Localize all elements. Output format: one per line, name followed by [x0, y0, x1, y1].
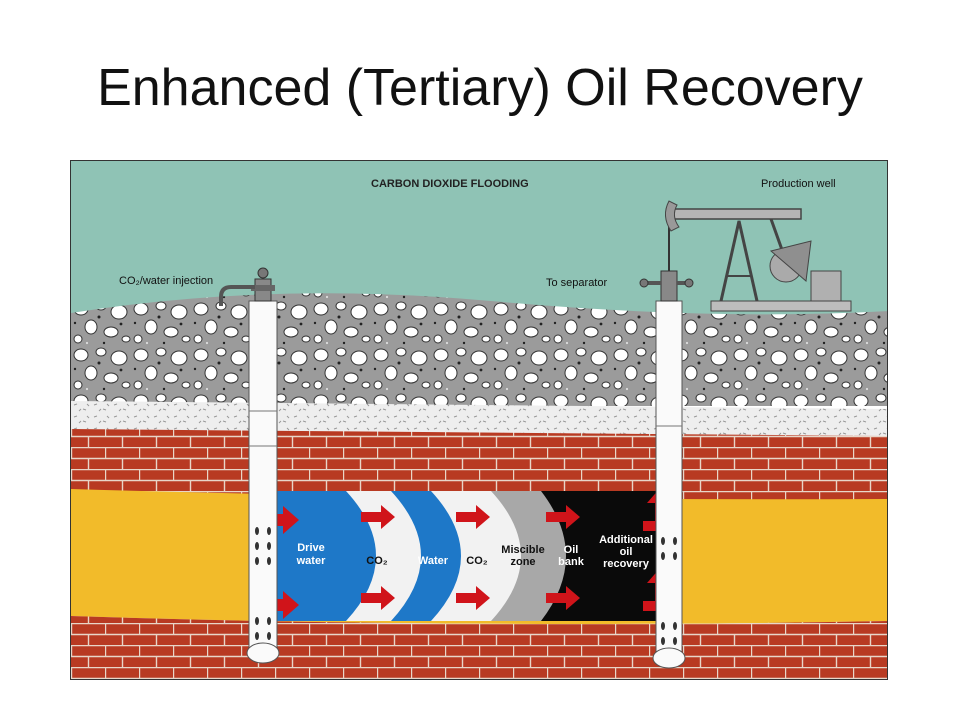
arrow-1-lower: [361, 586, 395, 610]
production-well: [639, 221, 694, 669]
separator-label: To separator: [546, 277, 607, 289]
co2-b-shape: [421, 491, 521, 621]
production-well-label: Production well: [761, 178, 836, 190]
arrow-2-upper: [456, 505, 490, 529]
arrow-2-lower: [456, 586, 490, 610]
drive-water-shape: [276, 491, 376, 621]
pump-jack: [665, 200, 852, 312]
cap-rock-lower: [71, 616, 887, 679]
injection-label: CO₂/water injection: [119, 275, 213, 287]
arrow-1-upper: [361, 505, 395, 529]
diagram-heading: CARBON DIOXIDE FLOODING: [371, 178, 529, 190]
injection-well: [219, 267, 280, 664]
zone-label-co2-a: CO₂: [366, 555, 388, 567]
arrow-3-upper: [546, 505, 580, 529]
slide-title: Enhanced (Tertiary) Oil Recovery: [97, 59, 863, 117]
zone-label-water: Water: [418, 555, 449, 567]
sky-band: [71, 161, 887, 321]
arrow-3-lower: [546, 586, 580, 610]
zone-label-co2-b: CO₂: [466, 555, 488, 567]
